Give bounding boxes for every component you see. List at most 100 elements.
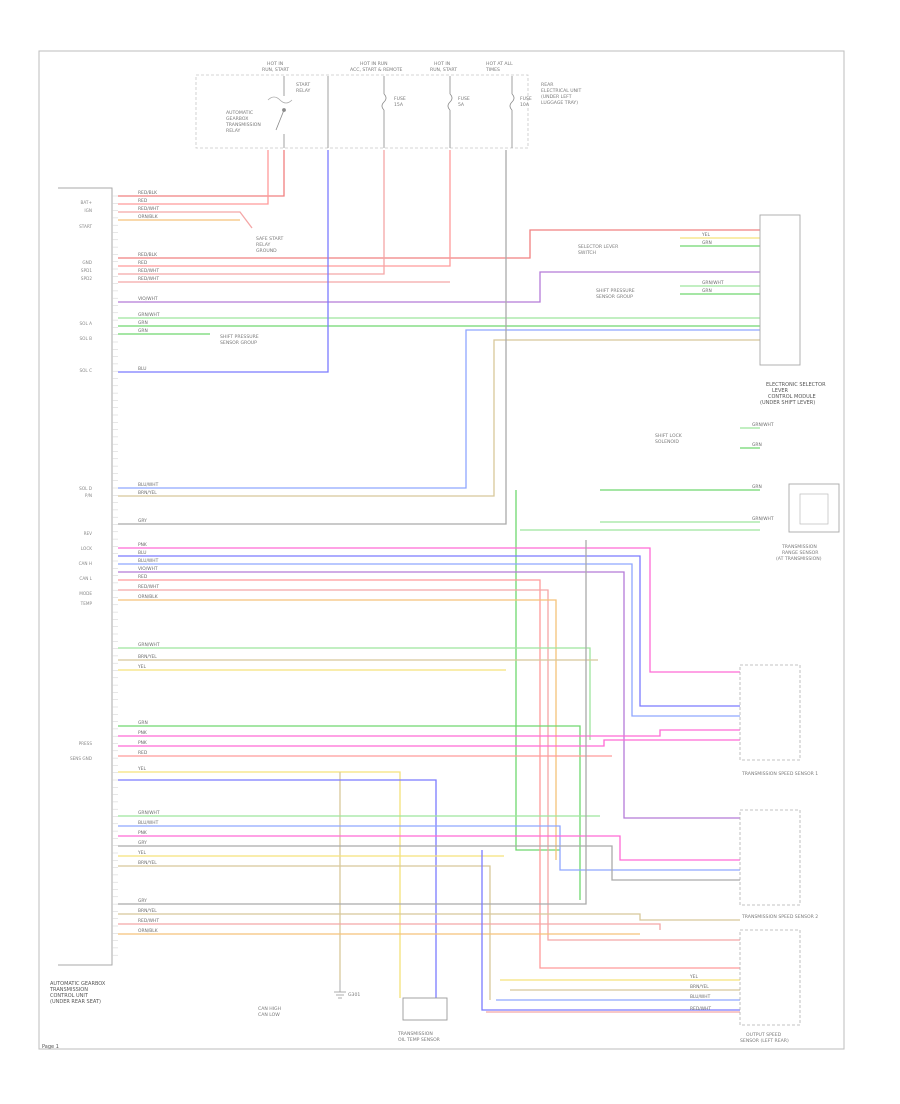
wire-label: GRN — [752, 484, 762, 490]
wire-label: BLU — [138, 366, 146, 372]
tcm-name-4: (UNDER REAR SEAT) — [50, 999, 101, 1005]
wire — [118, 589, 740, 941]
wire-label: YEL — [137, 766, 146, 772]
tcm-pin-name: SOL A — [80, 321, 93, 326]
feed-2-line-1: HOT IN RUN — [360, 61, 388, 67]
wire — [515, 490, 560, 851]
tcm-pin-name: START — [79, 224, 92, 229]
wire-label: RED/WHT — [690, 1006, 711, 1012]
wire-label: GRN/WHT — [138, 810, 160, 816]
fuse-labels: FUSE 15A FUSE 5A FUSE 10A START RELAY — [296, 82, 532, 108]
press-sensor-left-2: SENSOR GROUP — [220, 340, 257, 346]
tcm-name-1: AUTOMATIC GEARBOX — [50, 981, 106, 987]
wire — [118, 729, 740, 737]
wire-label: BLU — [138, 550, 146, 556]
wire — [118, 913, 740, 921]
wire — [118, 771, 401, 998]
wire-label: ORN/BLK — [138, 214, 158, 220]
wire-label: GRN — [752, 442, 762, 448]
wire — [118, 150, 451, 267]
wire-label: RED — [138, 198, 148, 204]
tcm-pin-name: CAN H — [79, 561, 92, 566]
wire — [118, 825, 740, 871]
feed-3-line-1: HOT IN — [434, 61, 450, 67]
wire-label: RED/BLK — [138, 252, 157, 258]
tcm-pin-name: BAT+ — [81, 200, 93, 205]
wire — [118, 547, 740, 673]
solenoid-1: SHIFT LOCK — [655, 433, 683, 439]
wire-label: GRN/WHT — [138, 642, 160, 648]
wire-label: BRN/YEL — [138, 908, 157, 914]
wire — [118, 211, 253, 229]
wire-label: PNK — [138, 830, 147, 836]
wire-label: RED/WHT — [138, 268, 159, 274]
selector-name-2: LEVER — [772, 388, 789, 394]
selector-name-3: CONTROL MODULE — [768, 394, 816, 400]
fuse-3-rating: 10A — [520, 102, 530, 108]
tcm-pin-name: TEMP — [80, 601, 93, 606]
wire-label: BRN/YEL — [138, 654, 157, 660]
wire-label: BLU/WHT — [138, 558, 159, 564]
tcm-pin-name: REV — [84, 531, 93, 536]
wire — [118, 329, 760, 489]
tcm-pin-name: SENS GND — [70, 756, 92, 761]
ground-label: G301 — [348, 992, 360, 998]
tcm-pin-name: SPD1 — [81, 268, 92, 273]
oil-temp-2: OIL TEMP SENSOR — [398, 1037, 441, 1043]
oil-temp-sensor: TRANSMISSION OIL TEMP SENSOR — [397, 997, 448, 1043]
tcm-pin-name: SOL D — [79, 486, 92, 491]
wire — [118, 540, 587, 905]
relay-switch — [267, 76, 293, 148]
speed-sensor-1-label: TRANSMISSION SPEED SENSOR 1 — [741, 771, 818, 777]
wire-label: BLU/WHT — [138, 482, 159, 488]
wire — [118, 835, 740, 861]
tcm-name-3: CONTROL UNIT — [50, 993, 89, 999]
start-relay-1: START — [296, 82, 310, 88]
tcm-pin-name: MODE — [79, 591, 92, 596]
wires: RED/BLKREDRED/WHTORN/BLKRED/BLKREDRED/WH… — [118, 150, 774, 1013]
range-sensor: TRANSMISSION RANGE SENSOR (AT TRANSMISSI… — [776, 483, 840, 562]
wire — [118, 647, 591, 740]
wire — [118, 150, 285, 197]
fuse-box-note-3: (UNDER LEFT — [541, 94, 572, 100]
wire — [118, 779, 437, 998]
wire-label: RED/WHT — [138, 206, 159, 212]
feed-1-line-2: RUN, START — [262, 67, 289, 73]
wire-label: GRY — [138, 898, 147, 904]
wire-label: GRN/WHT — [702, 280, 724, 286]
feed-2-line-2: ACC, START & REMOTE — [350, 67, 403, 73]
top-feeds: HOT IN RUN, START HOT IN RUN ACC, START … — [262, 61, 513, 73]
wire-label: RED/WHT — [138, 584, 159, 590]
speed-sensor-2: TRANSMISSION SPEED SENSOR 2 — [739, 809, 818, 920]
wire — [118, 845, 740, 881]
fuse-3-label: FUSE — [520, 96, 532, 102]
wire-label: BLU/WHT — [690, 994, 711, 1000]
wire — [481, 850, 740, 1011]
wire — [118, 599, 557, 860]
wire-label: YEL — [701, 232, 710, 238]
selector-name-1: ELECTRONIC SELECTOR — [766, 382, 826, 388]
selector-switch-1: SELECTOR LEVER — [578, 244, 619, 250]
relay-label-2: GEARBOX — [226, 116, 248, 122]
tcm-pin-name: SOL B — [80, 336, 93, 341]
relay-label-1: AUTOMATIC — [226, 110, 253, 116]
fuses — [327, 76, 515, 148]
wire-label: RED — [138, 260, 148, 266]
wire-label: RED/WHT — [138, 918, 159, 924]
wire-label: GRN — [138, 328, 148, 334]
wire — [118, 339, 760, 497]
fuse-2-rating: 5A — [458, 102, 465, 108]
tcm-pin-name: P/N — [85, 493, 92, 498]
wire-label: ORN/BLK — [138, 928, 158, 934]
relay-label: AUTOMATIC GEARBOX TRANSMISSION RELAY — [225, 110, 261, 134]
fuse-box-note-2: ELECTRICAL UNIT — [541, 88, 581, 94]
wire-label: YEL — [137, 850, 146, 856]
fuse-1-label: FUSE — [394, 96, 406, 102]
splice-labels: SAFE START RELAY GROUND — [256, 236, 284, 254]
solenoid-2: SOLENOID — [655, 439, 679, 445]
wire — [118, 150, 269, 205]
speed-sensor-3: OUTPUT SPEED SENSOR (LEFT REAR) — [739, 929, 801, 1044]
speed-sensor-2-label: TRANSMISSION SPEED SENSOR 2 — [741, 914, 818, 920]
